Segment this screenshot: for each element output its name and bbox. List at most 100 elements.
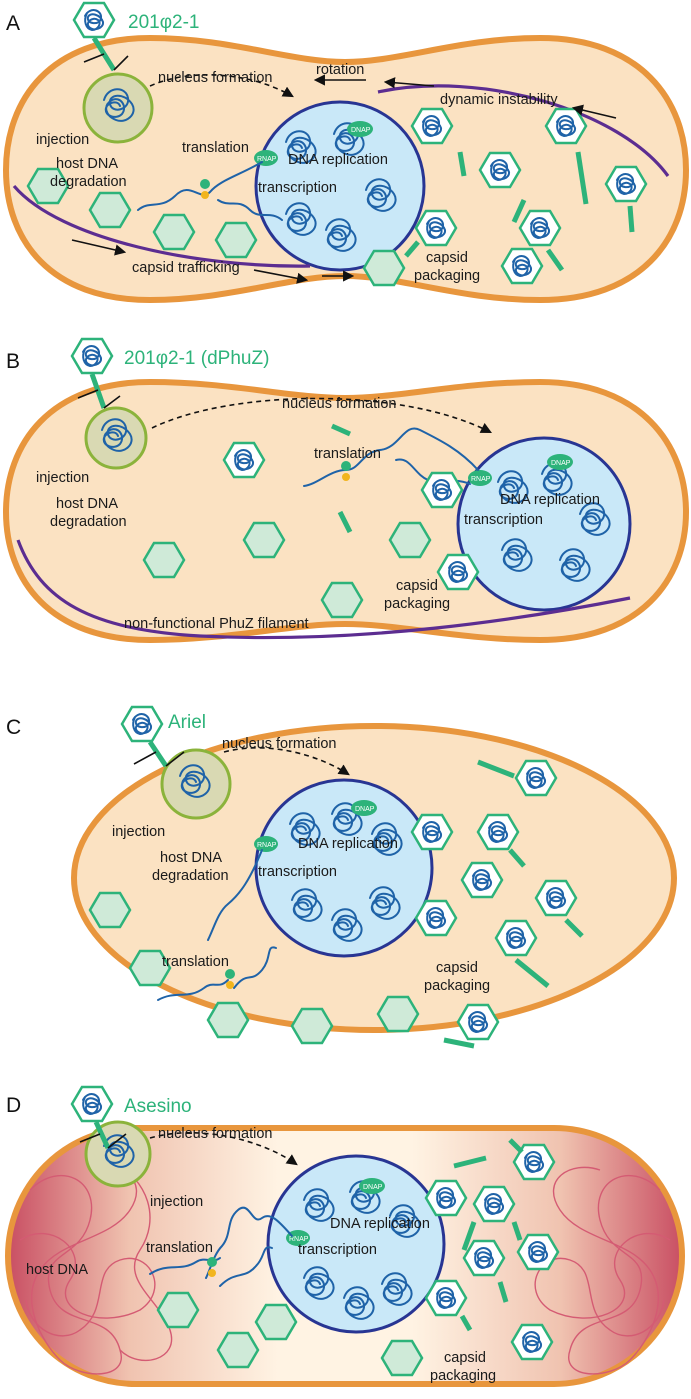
label-host-dna-degradation: degradation	[50, 514, 127, 530]
ribosome-small	[208, 1269, 216, 1277]
phuz-filament	[377, 84, 670, 177]
panel-b: B 201φ2-1 (dPhuZ) DNAP RNAP	[2, 337, 690, 644]
label-translation: translation	[146, 1240, 213, 1256]
ribosome-large	[207, 1257, 217, 1267]
ribosome-small	[342, 473, 350, 481]
label-host-dna: host DNA	[26, 1262, 88, 1278]
panel-letter: C	[6, 716, 21, 739]
label-translation: translation	[182, 140, 249, 156]
label-capsid-packaging: capsid	[426, 250, 468, 266]
phage-particle	[70, 337, 121, 409]
nucleus-formation-arrow	[223, 747, 350, 776]
label-injection: injection	[36, 470, 89, 486]
rnap-enzyme	[254, 150, 278, 166]
label-injection: injection	[112, 824, 165, 840]
phage-name: Asesino	[124, 1096, 192, 1117]
phage-tails	[443, 759, 584, 1049]
dnap-label: DNAP	[351, 127, 371, 134]
phage-name: 201φ2-1	[128, 12, 199, 33]
label-translation: translation	[314, 446, 381, 462]
rnap-label: RNAP	[471, 476, 491, 483]
panel-d: D Asesino DNAP	[5, 1085, 685, 1387]
label-transcription: transcription	[258, 864, 337, 880]
phage-tails	[453, 1138, 524, 1332]
label-dna-replication: DNA replication	[500, 492, 600, 508]
label-host-dna-degradation: degradation	[50, 174, 127, 190]
label-nucleus-formation: nucleus formation	[222, 736, 336, 752]
mrna-strand	[303, 427, 479, 487]
ribosome-large	[225, 969, 235, 979]
host-dna-left	[19, 1159, 173, 1375]
host-dna-right	[534, 1166, 671, 1375]
label-transcription: transcription	[298, 1242, 377, 1258]
trafficking-arrow	[71, 239, 127, 256]
mrna-strand	[157, 979, 229, 1001]
mrna-strand	[219, 1246, 273, 1287]
phage-tails	[330, 423, 353, 534]
injection-vesicle	[84, 1120, 152, 1188]
phage-name: Ariel	[168, 712, 206, 733]
label-dna-replication: DNA replication	[288, 152, 388, 168]
label-host-dna-degradation: degradation	[152, 868, 229, 884]
label-nucleus-formation: nucleus formation	[158, 1126, 272, 1142]
label-dna-replication: DNA replication	[330, 1216, 430, 1232]
dnap-label: DNAP	[551, 460, 571, 467]
nucleus-formation-arrow	[151, 397, 492, 434]
injection-vesicle	[84, 406, 148, 470]
panel-letter: A	[6, 12, 20, 35]
rnap-enzyme	[286, 1230, 310, 1246]
injection-vesicle	[82, 72, 154, 144]
label-host-dna-degradation: host DNA	[160, 850, 222, 866]
phage-particle	[70, 1085, 127, 1150]
label-host-dna-degradation: host DNA	[56, 496, 118, 512]
label-translation: translation	[162, 954, 229, 970]
trafficking-arrow	[253, 269, 309, 284]
rnap-label: RNAP	[289, 1236, 309, 1243]
panel-letter: D	[6, 1094, 21, 1117]
nucleus-formation-arrow	[149, 1132, 298, 1166]
label-nucleus-formation: nucleus formation	[158, 70, 272, 86]
label-capsid-trafficking: capsid trafficking	[132, 260, 240, 276]
rnap-label: RNAP	[257, 156, 277, 163]
label-transcription: transcription	[464, 512, 543, 528]
instability-arrow	[383, 77, 435, 89]
label-dna-replication: DNA replication	[298, 836, 398, 852]
label-capsid-packaging: capsid	[396, 578, 438, 594]
ribosome-large	[341, 461, 351, 471]
rnap-label: RNAP	[257, 842, 277, 849]
phuz-filament	[12, 184, 311, 268]
label-injection: injection	[150, 1194, 203, 1210]
phage-particle	[72, 1, 129, 72]
label-capsid-packaging: packaging	[414, 268, 480, 284]
rnap-enzyme	[254, 836, 278, 852]
label-capsid-packaging: packaging	[430, 1368, 496, 1384]
ribosome-small	[201, 191, 209, 199]
instability-arrow	[571, 104, 617, 119]
label-nucleus-formation: nucleus formation	[282, 396, 396, 412]
panel-a: A 201φ2-1 DNAP RNAP	[2, 1, 690, 304]
dnap-enzyme	[547, 454, 573, 470]
label-transcription: transcription	[258, 180, 337, 196]
injection-vesicle	[160, 748, 232, 820]
phage-tails	[404, 151, 635, 272]
label-capsid-packaging: capsid	[444, 1350, 486, 1366]
panel-letter: B	[6, 350, 20, 373]
dnap-label: DNAP	[355, 806, 375, 813]
mrna-strand	[207, 849, 263, 941]
label-rotation: rotation	[316, 62, 364, 78]
mrna-strand	[137, 161, 263, 211]
dnap-label: DNAP	[363, 1184, 383, 1191]
ribosome-large	[200, 179, 210, 189]
dnap-enzyme	[359, 1178, 385, 1194]
mrna-strand	[233, 946, 277, 989]
label-capsid-packaging: capsid	[436, 960, 478, 976]
label-non-functional-filament: non-functional PhuZ filament	[124, 616, 309, 632]
ribosome-small	[226, 981, 234, 989]
label-injection: injection	[36, 132, 89, 148]
label-dynamic-instability: dynamic instability	[440, 92, 558, 108]
rnap-enzyme	[468, 470, 492, 486]
dnap-enzyme	[347, 121, 373, 137]
phuz-filament	[16, 539, 631, 640]
mrna-strand	[205, 1206, 293, 1279]
